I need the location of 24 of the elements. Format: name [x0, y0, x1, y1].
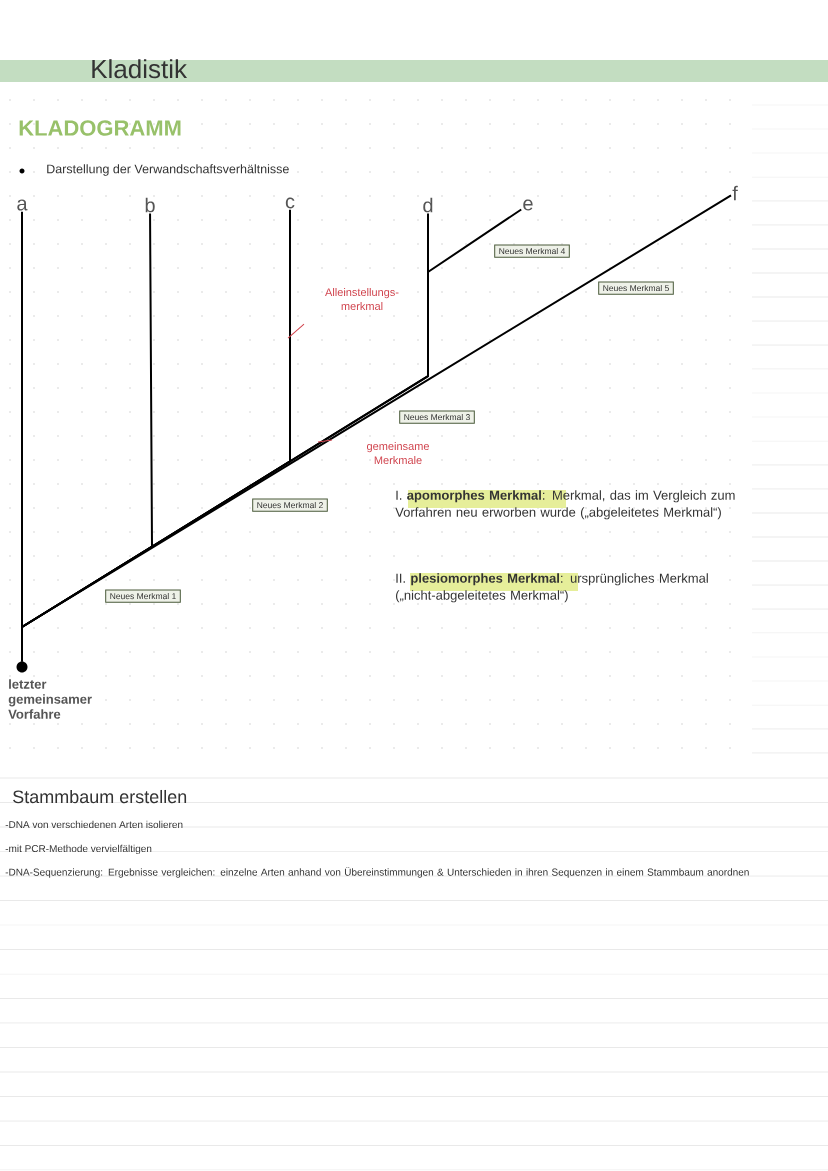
bullet-item: Darstellung der Verwandschaftsverhältnisse [19, 164, 289, 176]
feature-box: Neues Merkmal 2 [252, 498, 328, 512]
taxon-letter: f [732, 185, 738, 201]
list-item: -DNA-Sequenzierung: Ergebnisse vergleichen: einzelne Arten anhand von Übereinstimmungen & Unterschieden in ihren Sequenzen in einem Stammbaum anordnen [5, 867, 749, 878]
annotation: Alleinstellungs-merkmal [287, 287, 399, 339]
title-band: Kladistik [0, 59, 828, 82]
feature-box: Neues Merkmal 1 [105, 589, 181, 603]
definition: I. apomorphes Merkmal: Merkmal, das im Vergleich zum Vorfahren neu erworben wurde („abgeleitetes Merkmal“) [395, 490, 735, 520]
list-item: -mit PCR-Methode vervielfältigen [5, 844, 152, 855]
feature-box: Neues Merkmal 3 [399, 410, 475, 424]
section-heading: KLADOGRAMM [19, 120, 181, 136]
taxon-letter: a [17, 199, 28, 211]
taxon-letter: b [145, 197, 155, 213]
annotation: gemeinsame Merkmale [317, 439, 429, 465]
definition: II. plesiomorphes Merkmal: ursprüngliches Merkmal („nicht-abgeleitetes Merkmal“) [396, 573, 708, 603]
feature-box: Neues Merkmal 5 [598, 281, 674, 295]
list-item: -DNA von verschiedenen Arten isolieren [5, 820, 183, 829]
taxon-letter: e [523, 199, 533, 211]
ancestor-label: letzter gemeinsamer Vorfahre [8, 679, 92, 719]
subheading: Stammbaum erstellen [13, 789, 187, 804]
taxon-letter: c [285, 197, 295, 209]
feature-box: Neues Merkmal 4 [494, 244, 570, 258]
taxon-letter: d [423, 197, 433, 213]
branch-line [21, 194, 733, 663]
